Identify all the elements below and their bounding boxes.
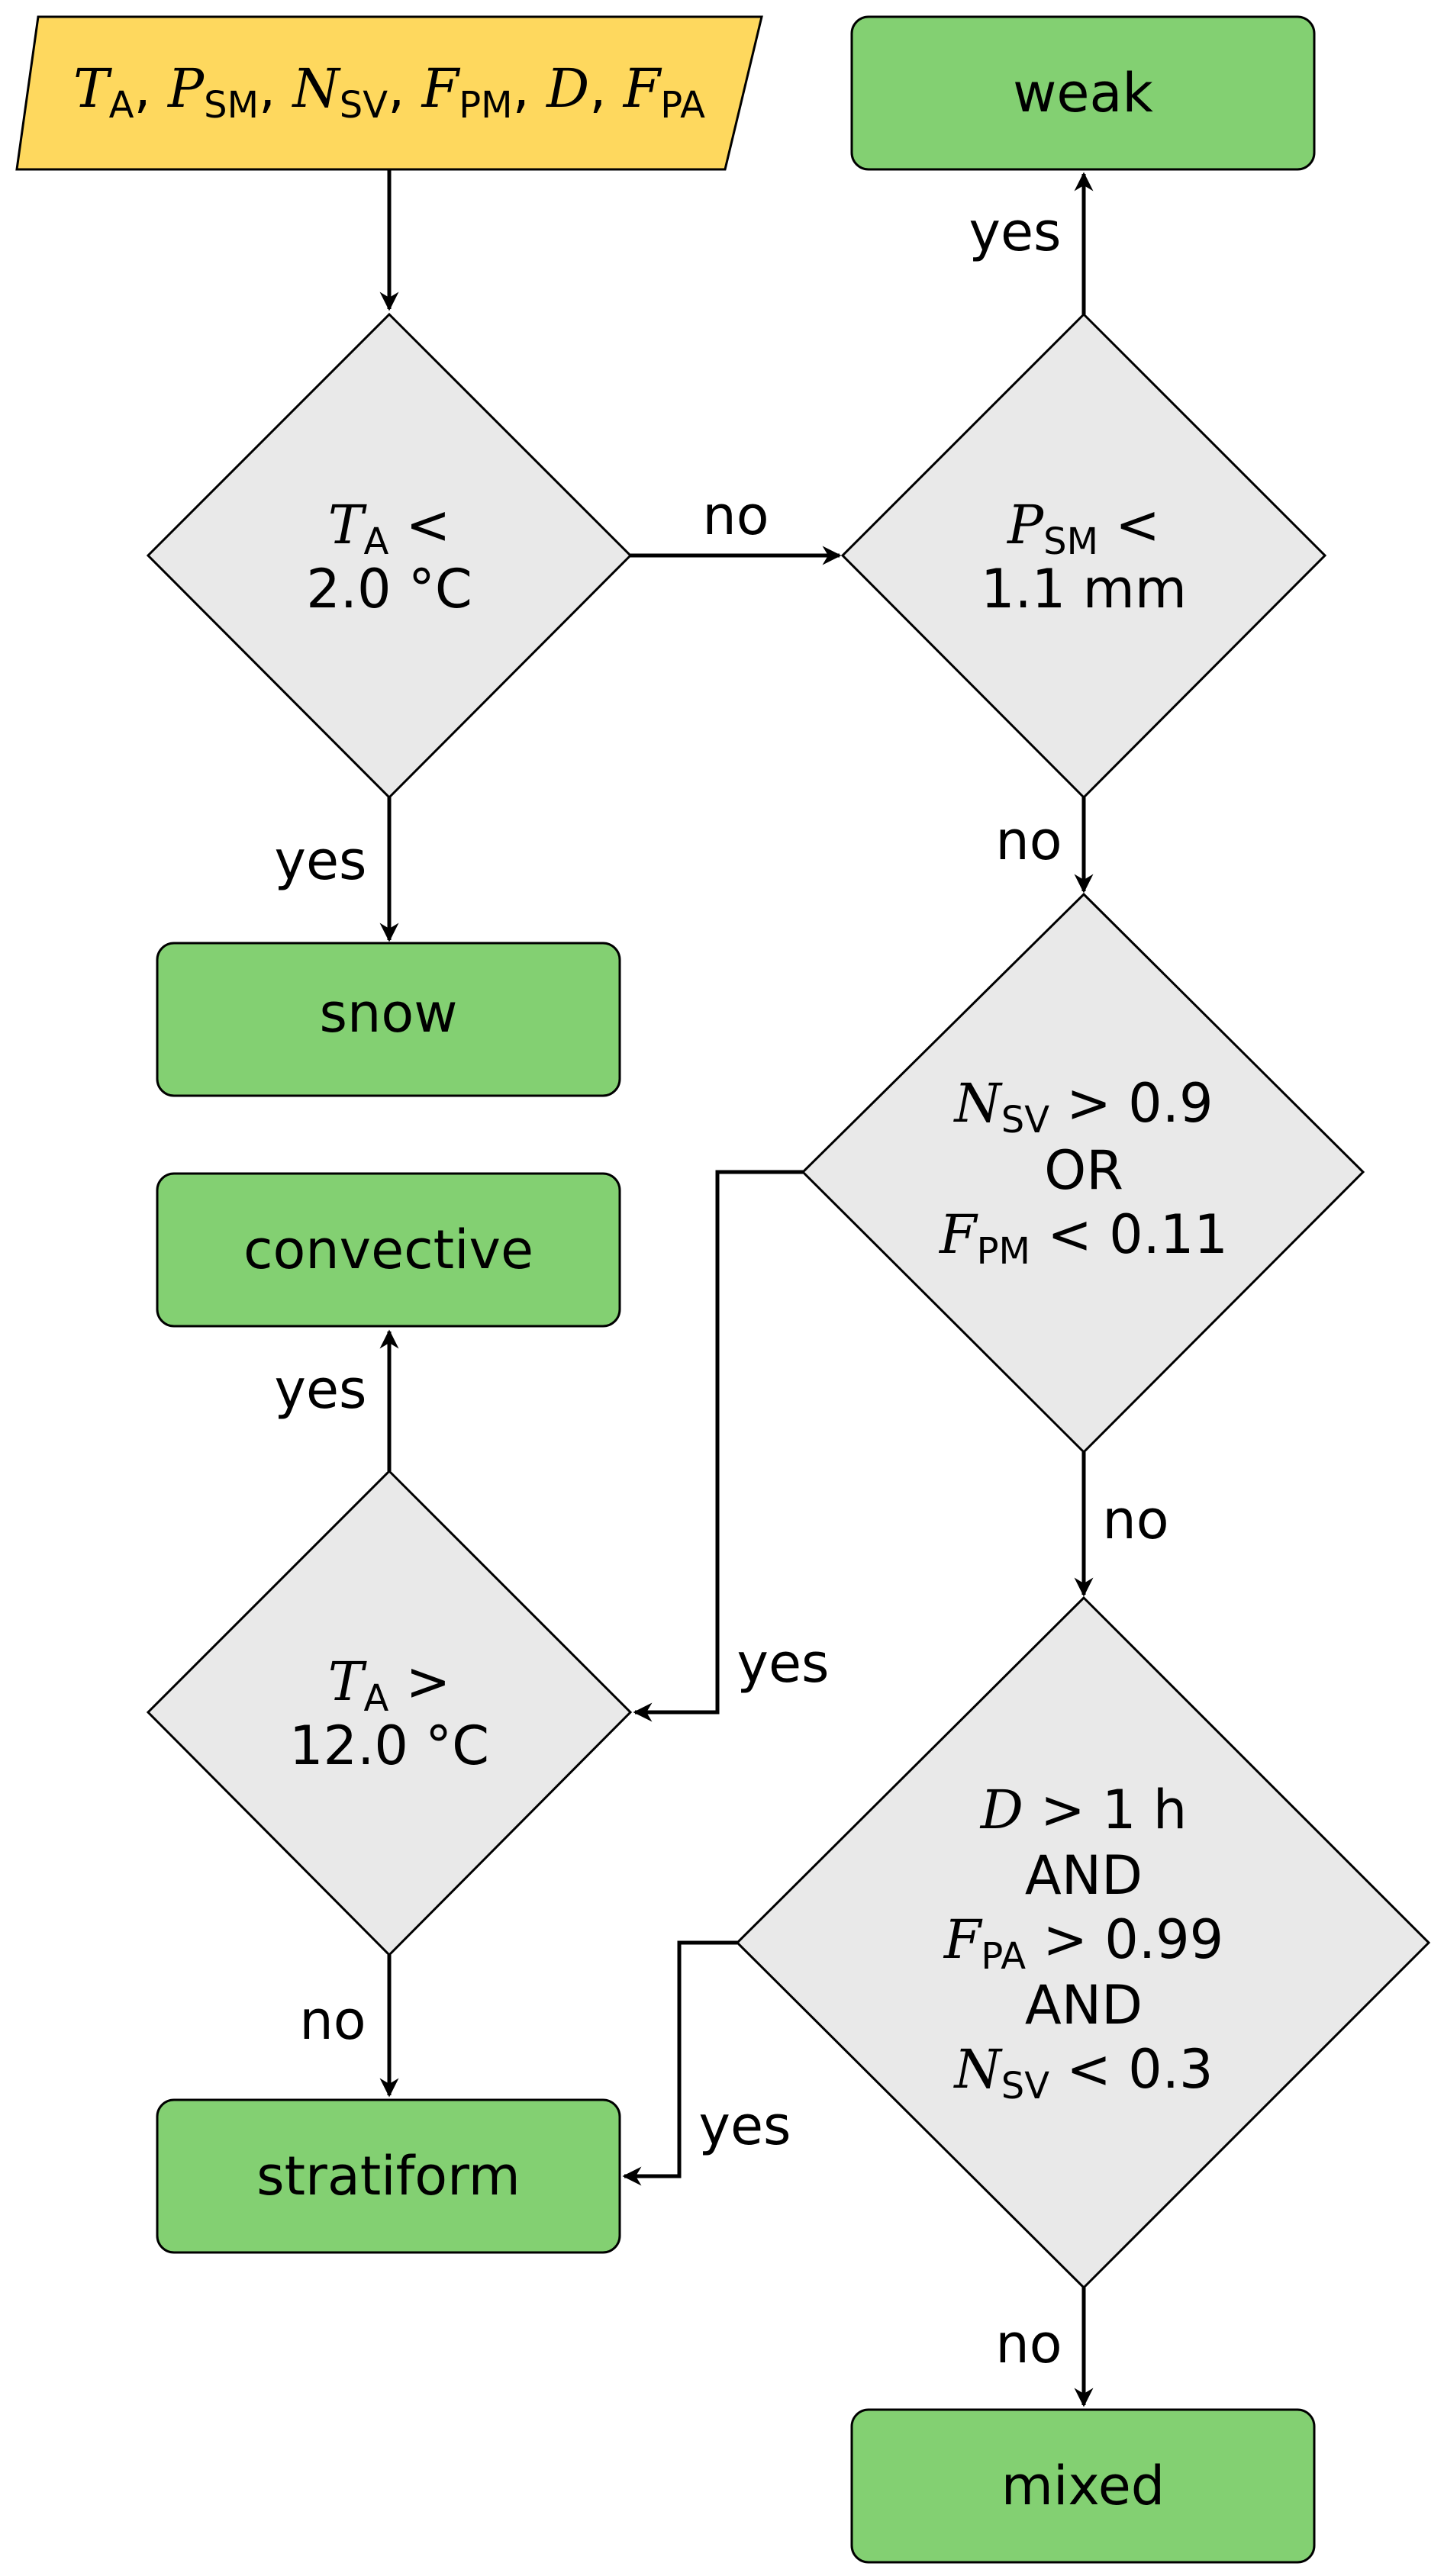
outcome-snow-box <box>156 942 621 1097</box>
decision-psm-lt-sub: SM <box>1043 520 1098 563</box>
input-node: TA, PSM, NSV, FPM, D, FPA <box>15 15 763 171</box>
decision-and-1: AND <box>1025 1844 1143 1907</box>
input-var-nsv-sub: SV <box>340 84 388 127</box>
decision-ta-gt-12-line1: TA > <box>328 1650 450 1720</box>
edge-label-ta-yes: yes <box>275 829 367 892</box>
decision-fpm-line: FPM < 0.11 <box>938 1203 1228 1273</box>
decision-ta-gt-12: TA > 12.0 °C <box>146 1469 633 1957</box>
decision-fpm-symbol: F <box>938 1203 978 1266</box>
decision-fpm-sub: PM <box>977 1230 1030 1273</box>
edge-nsv-yes <box>633 1170 803 1722</box>
outcome-weak: weak <box>850 15 1316 171</box>
input-parallelogram <box>15 15 763 171</box>
input-vars: TA, PSM, NSV, FPM, D, FPA <box>73 57 705 127</box>
edges <box>379 169 1094 2407</box>
decision-ta-gt-12-line2: 12.0 °C <box>289 1715 489 1777</box>
decision-ta-lt-2-sub: A <box>363 520 388 563</box>
decision-nsv-op: > 0.9 <box>1049 1072 1213 1135</box>
edge-label-psm-yes: yes <box>969 201 1062 263</box>
decision-nsv2-line: NSV < 0.3 <box>952 2038 1213 2107</box>
decision-ta-lt-2-line2: 2.0 °C <box>306 558 472 620</box>
decision-ta-gt-12-op: > <box>388 1650 450 1713</box>
edge-labels: no yes yes no yes no yes no yes no <box>275 201 1169 2375</box>
input-var-ta-sub: A <box>109 84 134 127</box>
decision-nsv-line: NSV > 0.9 <box>952 1072 1213 1141</box>
edge-label-nsv-no: no <box>1102 1489 1168 1551</box>
edge-label-ta-no: no <box>702 485 769 547</box>
decision-psm-lt-diamond <box>840 312 1327 800</box>
edge-label-ta12-no: no <box>299 1989 366 2052</box>
input-sep: , <box>134 57 169 120</box>
decision-fpm-op: < 0.11 <box>1030 1203 1228 1266</box>
outcome-mixed-label: mixed <box>1001 2455 1165 2517</box>
input-var-fpa-symbol: F <box>622 57 662 120</box>
decision-ta-gt-12-sub: A <box>363 1677 388 1720</box>
input-var-psm-symbol: P <box>166 57 205 120</box>
input-var-d-symbol: D <box>545 57 589 120</box>
decision-ta-lt-2-symbol: T <box>328 494 367 556</box>
decision-fpa-line: FPA > 0.99 <box>943 1908 1223 1978</box>
decision-ta-gt-12-symbol: T <box>328 1650 367 1713</box>
edge-label-d-yes: yes <box>699 2095 791 2157</box>
decision-psm-lt-op: < <box>1098 494 1160 556</box>
input-var-nsv-symbol: N <box>292 57 342 120</box>
decision-ta-lt-2-line1: TA < <box>328 494 450 563</box>
input-sep: , <box>388 57 422 120</box>
decision-d-op: > 1 h <box>1023 1779 1187 1841</box>
decision-d-fpa-nsv-diamond <box>735 1596 1431 2290</box>
outcome-snow-label: snow <box>320 982 458 1045</box>
outcome-snow: snow <box>156 942 621 1097</box>
edge-d-yes <box>622 1940 737 2186</box>
decision-ta-gt-12-diamond <box>146 1469 633 1957</box>
input-var-ta-symbol: T <box>73 57 112 120</box>
decision-fpa-sub: PA <box>981 1935 1026 1978</box>
outcome-weak-label: weak <box>1013 62 1153 124</box>
decision-ta-lt-2-diamond <box>146 312 633 800</box>
decision-nsv-symbol: N <box>952 1072 1003 1135</box>
edge-label-psm-no: no <box>995 810 1062 872</box>
input-var-fpa-sub: PA <box>660 84 705 127</box>
outcome-stratiform: stratiform <box>156 2098 621 2254</box>
decision-psm-lt: PSM < 1.1 mm <box>840 312 1327 800</box>
outcome-stratiform-box <box>156 2098 621 2254</box>
decision-nsv-or-fpm: NSV > 0.9 OR FPM < 0.11 <box>801 892 1365 1454</box>
decision-fpa-op: > 0.99 <box>1026 1908 1223 1971</box>
decision-nsv-or-fpm-diamond <box>801 892 1365 1454</box>
decision-fpa-symbol: F <box>943 1908 983 1971</box>
decision-psm-lt-line2: 1.1 mm <box>981 558 1187 620</box>
decision-psm-lt-symbol: P <box>1006 494 1045 556</box>
outcome-convective-box <box>156 1172 621 1328</box>
outcome-mixed-box <box>850 2408 1316 2564</box>
input-sep: , <box>589 57 624 120</box>
decision-ta-lt-2: TA < 2.0 °C <box>146 312 633 800</box>
decision-nsv-or-text: OR <box>1044 1139 1123 1202</box>
decision-nsv2-symbol: N <box>952 2038 1003 2101</box>
edge-label-ta12-yes: yes <box>275 1358 367 1421</box>
outcome-weak-box <box>850 15 1316 171</box>
input-sep: , <box>513 57 547 120</box>
outcome-convective-label: convective <box>243 1219 533 1281</box>
outcome-convective: convective <box>156 1172 621 1328</box>
input-sep: , <box>259 57 293 120</box>
edge-label-d-no: no <box>995 2313 1062 2375</box>
decision-and-2: AND <box>1025 1974 1143 2037</box>
decision-nsv2-sub: SV <box>1001 2065 1049 2107</box>
decision-psm-lt-line1: PSM < <box>1006 494 1160 563</box>
decision-nsv2-op: < 0.3 <box>1049 2038 1213 2101</box>
outcome-mixed: mixed <box>850 2408 1316 2564</box>
edge-label-nsv-yes: yes <box>737 1632 830 1695</box>
input-var-fpm-sub: PM <box>459 84 512 127</box>
decision-ta-lt-2-op: < <box>388 494 450 556</box>
decision-nsv-sub: SV <box>1001 1099 1049 1141</box>
input-var-psm-sub: SM <box>204 84 259 127</box>
decision-d-symbol: D <box>979 1779 1023 1841</box>
decision-d-line: D > 1 h <box>979 1779 1187 1841</box>
decision-d-fpa-nsv: D > 1 h AND FPA > 0.99 AND NSV < 0.3 <box>735 1596 1431 2290</box>
outcome-stratiform-label: stratiform <box>256 2145 521 2207</box>
input-var-fpm-symbol: F <box>421 57 461 120</box>
